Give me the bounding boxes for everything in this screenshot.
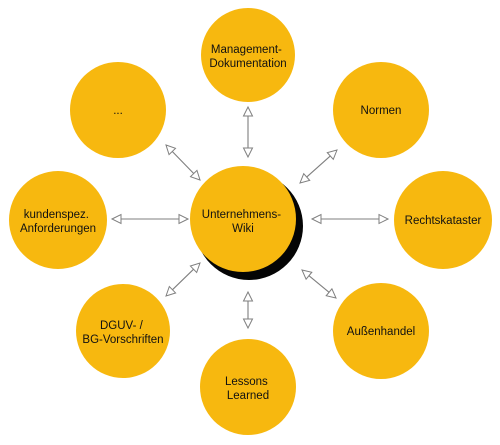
node-lessons-learned-circle (200, 339, 296, 435)
center-node-label: Unternehmens- Wiki (202, 209, 284, 235)
arrow-to-management-dokumentation-head-inner (242, 147, 254, 159)
node-ellipsis-circle (70, 62, 166, 158)
node-lessons-learned-line-1: Lessons (225, 376, 268, 388)
arrow-to-dguv-bg-vorschriften-line (171, 268, 195, 291)
arrow-to-lessons-learned-head-outer (242, 318, 254, 330)
node-lessons-learned-line-2: Learned (227, 390, 269, 402)
node-management-dokumentation-label: Management- Dokumentation (209, 44, 286, 70)
arrow-to-rechtskataster-head-inner (310, 213, 322, 225)
node-management-dokumentation-circle (201, 8, 295, 102)
arrow-to-dguv-bg-vorschriften (165, 262, 201, 297)
arrow-to-aussenhandel-head-outer (325, 287, 337, 299)
arrow-to-lessons-learned-head-inner (242, 290, 254, 302)
node-rechtskataster-label: Rechtskataster (405, 215, 482, 227)
arrow-to-rechtskataster-head-outer (378, 213, 390, 225)
node-dguv-bg-vorschriften-label: DGUV- / BG-Vorschriften (82, 320, 163, 346)
arrow-to-ellipsis (165, 144, 201, 181)
node-normen-circle (333, 62, 429, 158)
node-management-dokumentation-line-1: Management- (211, 44, 282, 56)
node-aussenhandel-circle (333, 283, 429, 379)
node-aussenhandel: Außenhandel (333, 283, 429, 379)
arrow-to-kundenspez-anforderungen (110, 213, 190, 225)
arrow-to-dguv-bg-vorschriften-head-outer (165, 285, 177, 297)
arrow-to-aussenhandel (301, 269, 337, 299)
arrow-to-normen-head-outer (326, 149, 338, 161)
node-rechtskataster-circle (394, 171, 492, 269)
node-dguv-bg-vorschriften-circle (76, 284, 170, 378)
node-dguv-bg-vorschriften-line-1: DGUV- / (100, 320, 144, 332)
arrow-to-dguv-bg-vorschriften-head-inner (189, 262, 201, 274)
arrow-to-lessons-learned (242, 290, 254, 330)
node-normen: Normen (333, 62, 429, 158)
arrow-to-ellipsis-head-outer (165, 144, 177, 156)
arrow-to-management-dokumentation-head-outer (242, 105, 254, 117)
node-aussenhandel-line-1: Außenhandel (347, 326, 415, 338)
arrow-to-kundenspez-anforderungen-head-inner (178, 213, 190, 225)
center-label-line-2: Wiki (232, 223, 254, 235)
node-kundenspez-anforderungen-label: kundenspez. Anforderungen (20, 209, 96, 235)
arrows-layer (110, 105, 390, 330)
node-management-dokumentation: Management- Dokumentation (201, 8, 295, 102)
arrow-to-normen-line (305, 154, 332, 179)
node-normen-label: Normen (361, 105, 402, 117)
center-node-circle (190, 166, 296, 272)
node-dguv-bg-vorschriften-line-2: BG-Vorschriften (82, 334, 163, 346)
node-kundenspez-anforderungen-line-2: Anforderungen (20, 223, 96, 235)
arrow-to-rechtskataster (310, 213, 390, 225)
arrow-to-kundenspez-anforderungen-head-outer (110, 213, 122, 225)
node-lessons-learned-label: Lessons Learned (225, 376, 271, 402)
node-ellipsis-line-1: ... (113, 105, 123, 117)
arrow-to-ellipsis-head-inner (189, 169, 201, 181)
node-lessons-learned: Lessons Learned (200, 339, 296, 435)
arrow-to-normen (299, 149, 338, 184)
arrow-to-ellipsis-line (171, 150, 195, 175)
node-ellipsis: ... (70, 62, 166, 158)
node-ellipsis-label: ... (113, 105, 123, 117)
node-management-dokumentation-line-2: Dokumentation (209, 58, 286, 70)
node-kundenspez-anforderungen-line-1: kundenspez. (24, 209, 89, 221)
node-rechtskataster-line-1: Rechtskataster (405, 215, 482, 227)
node-kundenspez-anforderungen-circle (9, 171, 107, 269)
center-label-line-1: Unternehmens- (202, 209, 281, 221)
node-dguv-bg-vorschriften: DGUV- / BG-Vorschriften (76, 284, 170, 378)
node-rechtskataster: Rechtskataster (394, 171, 492, 269)
arrow-to-normen-head-inner (299, 172, 311, 184)
node-aussenhandel-label: Außenhandel (347, 326, 415, 338)
arrow-to-management-dokumentation (242, 105, 254, 159)
arrow-to-aussenhandel-line (307, 274, 331, 294)
center-node: Unternehmens- Wiki (190, 166, 303, 280)
node-kundenspez-anforderungen: kundenspez. Anforderungen (9, 171, 107, 269)
node-normen-line-1: Normen (361, 105, 402, 117)
arrow-to-aussenhandel-head-inner (301, 269, 313, 281)
